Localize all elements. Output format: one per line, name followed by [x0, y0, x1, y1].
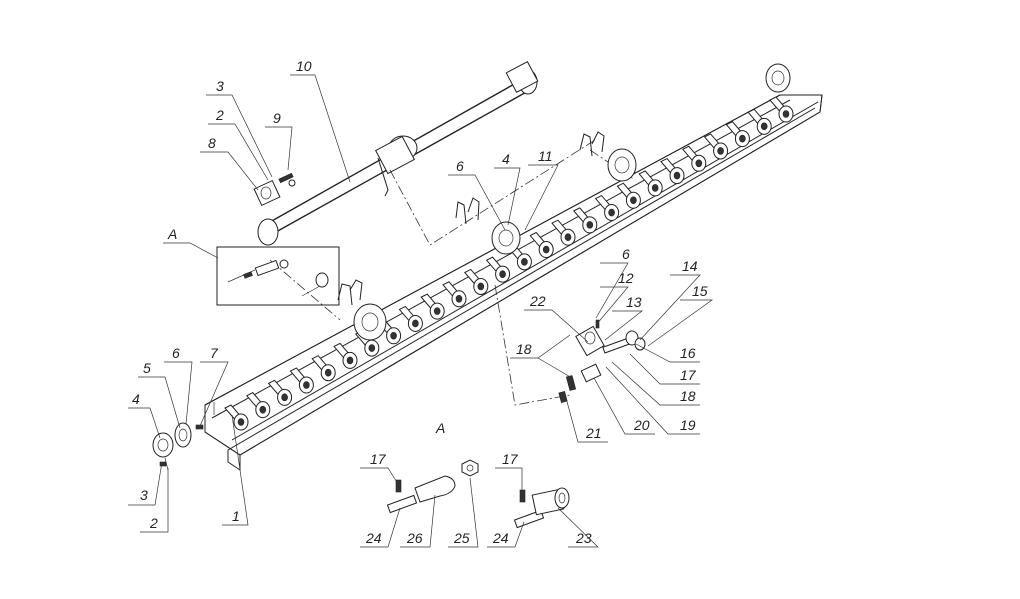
detail-view-a [216, 246, 340, 306]
left-bearing-group [152, 422, 204, 471]
knife-fork [398, 305, 423, 332]
knife-fork [485, 256, 511, 283]
centerline-1 [389, 139, 596, 246]
knife-fork [573, 207, 598, 234]
centerline-2 [269, 259, 341, 321]
callout-20: 20 [633, 417, 650, 433]
callout-3: 3 [140, 487, 148, 503]
knife-fork [725, 121, 750, 148]
callout-5: 5 [143, 360, 151, 376]
callout-3: 3 [216, 78, 224, 94]
callout-14: 14 [682, 258, 698, 274]
knife-fork [747, 108, 772, 135]
callout-16: 16 [680, 345, 696, 361]
knife-fork [769, 96, 794, 123]
callout-19: 19 [680, 417, 696, 433]
callout-labels: 1 2 2 3 3 4 4 5 6 6 6 7 8 9 10 11 12 13 … [132, 58, 708, 546]
right-exploded-group [558, 319, 646, 403]
knife-fork [638, 170, 663, 197]
callout-6: 6 [456, 158, 464, 174]
callout-24: 24 [492, 530, 509, 546]
knife-fork [311, 355, 336, 382]
knife-fork [464, 268, 489, 295]
callout-21: 21 [585, 425, 602, 441]
knife-fork [442, 281, 467, 308]
uprights [337, 131, 605, 306]
knife-fork [616, 182, 641, 209]
callout-8: 8 [208, 135, 216, 151]
callout-17: 17 [680, 367, 697, 383]
callout-15: 15 [692, 283, 708, 299]
callout-11: 11 [538, 148, 553, 164]
knife-fork [267, 379, 293, 406]
knife-fork [703, 133, 729, 160]
callout-18: 18 [680, 388, 696, 404]
knife-fork [289, 367, 314, 394]
callout-22: 22 [529, 293, 546, 309]
bearing-hubs [353, 63, 791, 341]
callout-4: 4 [502, 151, 510, 167]
callout-12: 12 [618, 270, 634, 286]
centerline-3 [494, 284, 571, 406]
callout-6: 6 [622, 246, 630, 262]
knife-fork [682, 145, 707, 172]
knife-fork [660, 157, 685, 185]
view-label-a: A [435, 420, 445, 436]
callout-4: 4 [132, 391, 140, 407]
callout-23: 23 [575, 530, 592, 546]
leader-lines [128, 74, 714, 548]
knife-fork [529, 231, 554, 259]
knife-fork [333, 342, 358, 369]
main-beam [204, 94, 823, 471]
callout-6: 6 [172, 345, 180, 361]
callout-2: 2 [149, 515, 158, 531]
knife-fork [551, 219, 576, 246]
view-a-parts [386, 459, 570, 529]
shaft-end-group [253, 172, 296, 207]
drive-shaft [257, 60, 539, 246]
callout-25: 25 [453, 530, 470, 546]
callout-24: 24 [365, 530, 382, 546]
knife-fork [246, 392, 271, 419]
callout-17: 17 [502, 451, 519, 467]
callout-1: 1 [232, 508, 240, 524]
callout-10: 10 [296, 58, 312, 74]
callout-9: 9 [273, 110, 281, 126]
knife-fork [224, 404, 249, 431]
drive-forks [224, 96, 794, 431]
callout-13: 13 [626, 294, 642, 310]
callout-17: 17 [370, 451, 387, 467]
callout-26: 26 [406, 530, 423, 546]
view-label-a: A [167, 226, 177, 242]
callout-18: 18 [516, 341, 532, 357]
knife-fork [594, 194, 620, 222]
callout-2: 2 [215, 107, 224, 123]
callout-7: 7 [210, 345, 219, 361]
knife-fork [420, 293, 445, 320]
